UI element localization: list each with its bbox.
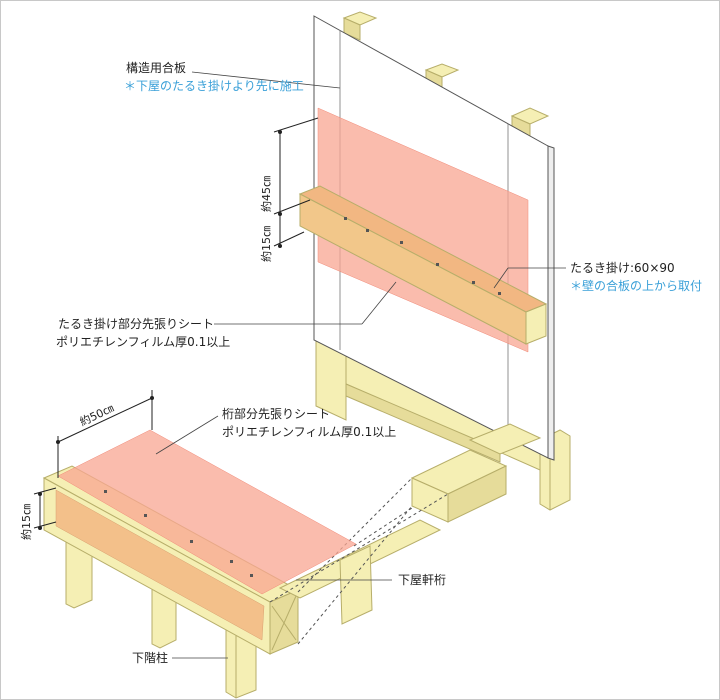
rafter-hanger-note: ＊壁の合板の上から取付 bbox=[570, 278, 702, 293]
dim-15-lower-label: 約15㎝ bbox=[19, 504, 33, 540]
leader-rafter-hanger-b bbox=[493, 267, 509, 289]
beam-sheet-label-2: ポリエチレンフィルム厚0.1以上 bbox=[222, 425, 396, 439]
joint-block-side bbox=[447, 465, 507, 523]
dim-line-50 bbox=[57, 397, 153, 443]
connection-guide bbox=[269, 493, 449, 603]
dim-50-label: 約50㎝ bbox=[77, 401, 116, 429]
nail-marks bbox=[344, 217, 501, 295]
lower-post-label: 下階柱 bbox=[132, 650, 168, 665]
dimension-lines bbox=[33, 117, 319, 529]
plywood-label: 構造用合板 bbox=[126, 60, 186, 75]
cross-beam-post bbox=[339, 545, 373, 625]
dimension-dots bbox=[38, 130, 282, 530]
rafter-hanger-label: たるき掛け:60×90 bbox=[570, 260, 675, 275]
wall-sill-side bbox=[345, 383, 501, 463]
dim-tick bbox=[33, 521, 57, 529]
rafter-hanger-end bbox=[525, 303, 547, 345]
leader-lines bbox=[155, 71, 566, 659]
eave-beam-sheet bbox=[57, 429, 357, 595]
leader-plywood bbox=[191, 71, 341, 89]
nail-marks-lower bbox=[104, 490, 253, 577]
dim-15-upper-label: 約15㎝ bbox=[259, 226, 273, 262]
leader-rafter-sheet-b bbox=[361, 281, 397, 325]
eave-beam-label: 下屋軒桁 bbox=[398, 573, 446, 587]
grain-line bbox=[271, 595, 297, 651]
dim-tick bbox=[273, 231, 305, 247]
eave-beam-sheet-overlap bbox=[55, 489, 265, 641]
rafter-sheet-label-1: たるき掛け部分先張りシート bbox=[58, 316, 214, 331]
dim-tick bbox=[273, 117, 319, 133]
dim-tick bbox=[33, 487, 57, 495]
dim-tick bbox=[273, 199, 311, 215]
dim-45-label: 約45㎝ bbox=[259, 176, 273, 212]
beam-sheet-label-1: 桁部分先張りシート bbox=[222, 406, 330, 421]
plywood-note: ＊下屋のたるき掛けより先に施工 bbox=[124, 78, 304, 93]
plywood-edge bbox=[547, 145, 555, 461]
rafter-sheet-label-2: ポリエチレンフィルム厚0.1以上 bbox=[56, 335, 230, 349]
rafter-hanger bbox=[298, 185, 548, 345]
joint-block-rear bbox=[468, 423, 542, 455]
leader-beam-sheet bbox=[155, 415, 219, 455]
